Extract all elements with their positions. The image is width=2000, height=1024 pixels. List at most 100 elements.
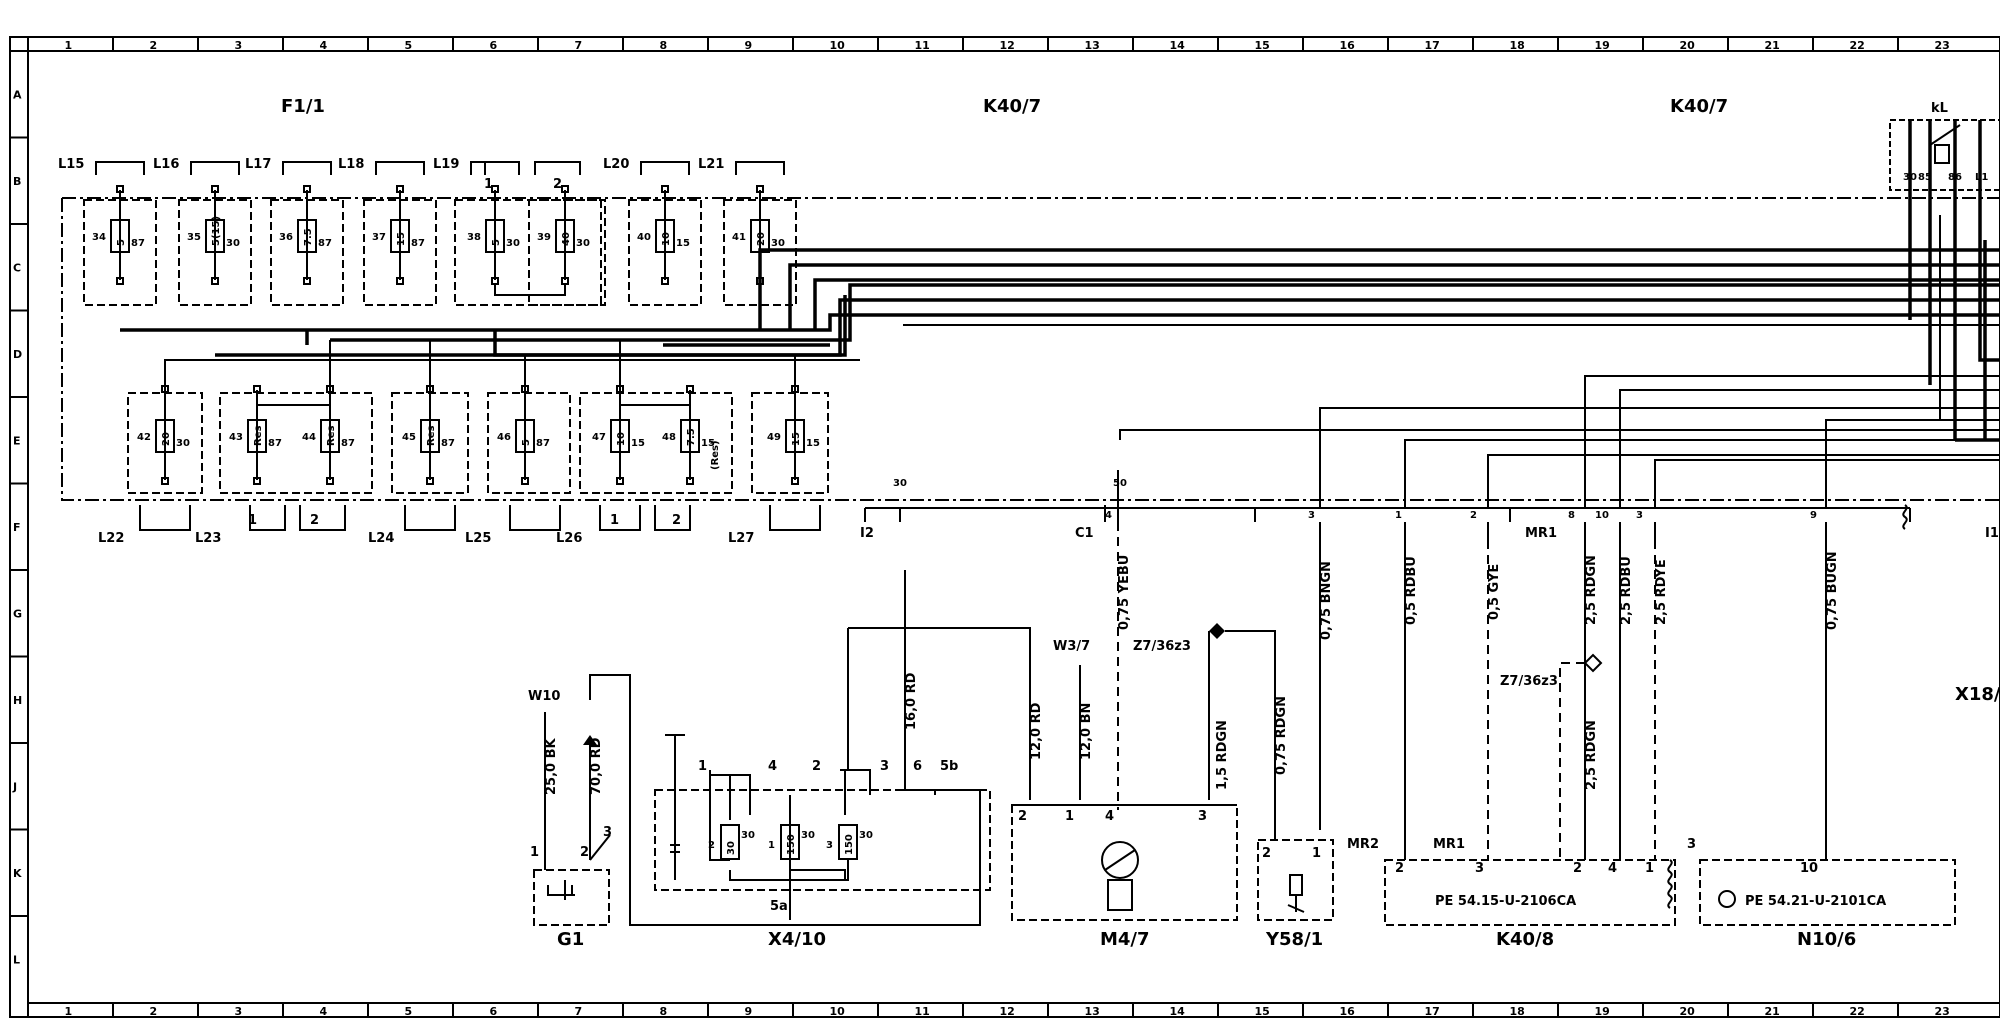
reserve-note: (Res)	[710, 440, 721, 470]
grid-col-label-bottom: 10	[830, 1005, 846, 1018]
fuse-number: 41	[732, 232, 746, 243]
grid-col-label-top: 22	[1850, 39, 1865, 52]
svg-text:1: 1	[768, 840, 775, 851]
fuse-number: 45	[402, 432, 416, 443]
fuse-slot-label: L15	[58, 157, 84, 172]
grid-row-label: B	[13, 175, 21, 188]
m4-7-label: M4/7	[1100, 929, 1150, 950]
i1-connector-label: I1	[1985, 526, 1999, 541]
fuse-rating: 7.5	[686, 428, 697, 446]
grid-col-label-top: 10	[830, 39, 846, 52]
svg-text:5b: 5b	[940, 759, 958, 774]
wire-rdye: 2,5 RDYE	[1654, 522, 1669, 860]
grid-col-label-bottom: 18	[1510, 1005, 1525, 1018]
fuse-rating: 5(15)	[211, 216, 222, 246]
x18-label: X18/	[1955, 684, 2000, 705]
grid-col-label-bottom: 13	[1085, 1005, 1100, 1018]
grid-col-label-top: 6	[490, 39, 498, 52]
fuse-pin-label: 1	[248, 513, 257, 528]
grid-row-label: H	[13, 694, 22, 707]
fuse-number: 34	[92, 232, 106, 243]
svg-text:2,5 RDBU: 2,5 RDBU	[1619, 556, 1634, 625]
grid-col-label-top: 12	[1000, 39, 1015, 52]
svg-text:150: 150	[786, 834, 797, 855]
fuse-terminal: 87	[341, 438, 355, 449]
fuse-slot-label: L21	[698, 157, 724, 172]
grid-col-label-bottom: 20	[1680, 1005, 1696, 1018]
fuse-number: 49	[767, 432, 781, 443]
fuse-box-title: F1/1	[281, 96, 325, 117]
svg-text:2: 2	[1018, 809, 1027, 824]
pin-3-bngn: 3	[1308, 510, 1315, 521]
fuse-number: 36	[279, 232, 293, 243]
svg-text:1: 1	[698, 759, 707, 774]
svg-text:150: 150	[844, 834, 855, 855]
grid-col-label-top: 18	[1510, 39, 1525, 52]
fuse-terminal: 87	[131, 238, 145, 249]
kl-relay-label: kL	[1931, 101, 1948, 116]
fuse-terminal: 15	[676, 238, 690, 249]
fuse-number: 48	[662, 432, 676, 443]
svg-text:0,5 GYE: 0,5 GYE	[1487, 564, 1502, 620]
svg-text:2: 2	[580, 845, 589, 860]
fuse-slot-label: L23	[195, 531, 221, 546]
mr2-label: MR2	[1347, 837, 1379, 852]
svg-text:3: 3	[603, 825, 612, 840]
grid-col-label-bottom: 16	[1340, 1005, 1356, 1018]
fuse-rating: 40	[561, 232, 572, 246]
svg-text:5a: 5a	[770, 899, 788, 914]
fuse-slot-label: L27	[728, 531, 754, 546]
k40-7-title-left: K40/7	[983, 96, 1041, 117]
svg-text:2,5 RDYE: 2,5 RDYE	[1654, 559, 1669, 625]
grid-col-label-bottom: 1	[65, 1005, 73, 1018]
grid-col-label-top: 4	[320, 39, 328, 52]
svg-text:4: 4	[768, 759, 777, 774]
grid-col-label-bottom: 5	[405, 1005, 413, 1018]
fuse-terminal: 15	[701, 438, 715, 449]
fuse-number: 47	[592, 432, 606, 443]
svg-text:6: 6	[913, 759, 922, 774]
z7-36z3-splice-right: Z7/36z3 2,5 RDGN	[1500, 653, 1603, 860]
m4-7-motor: M4/7 12,0 RD W3/7 12,0 BN 2 1 4 3 Z7/36z…	[1011, 623, 1289, 950]
grid-col-label-bottom: 2	[150, 1005, 158, 1018]
connector-strip	[864, 504, 1911, 530]
pin-10-rdbu: 10	[1595, 510, 1609, 521]
grid-row-label: K	[13, 867, 22, 880]
kl-relay: 30 85 86 L1	[1889, 119, 2000, 191]
grid-col-label-top: 8	[660, 39, 668, 52]
pin-9-bugn: 9	[1810, 510, 1817, 521]
fuse-box-border	[61, 197, 2000, 501]
grid-row-label: D	[13, 348, 22, 361]
y58-1-label: Y58/1	[1265, 929, 1323, 950]
grid-col-label-top: 5	[405, 39, 413, 52]
grid-col-label-top: 17	[1425, 39, 1440, 52]
grid-col-label-bottom: 22	[1850, 1005, 1865, 1018]
svg-text:2: 2	[812, 759, 821, 774]
grid-row-label: C	[13, 261, 21, 274]
grid-col-label-bottom: 6	[490, 1005, 498, 1018]
fuse-terminal: 87	[441, 438, 455, 449]
pin-2-gye: 2	[1470, 510, 1477, 521]
fuse-terminal: 30	[176, 438, 190, 449]
fuse-47: 47 10 15	[592, 385, 645, 485]
grid-row-label: F	[13, 521, 21, 534]
svg-text:1: 1	[1065, 809, 1074, 824]
fuse-terminal: 87	[536, 438, 550, 449]
fuse-pin-label: 1	[610, 513, 619, 528]
fuse-number: 37	[372, 232, 386, 243]
c1-connector-label: C1	[1075, 526, 1094, 541]
wire-rdbu-05: 0,5 RDBU	[1404, 522, 1419, 860]
grid-col-label-bottom: 23	[1935, 1005, 1950, 1018]
fuse-rating: 10	[616, 432, 627, 446]
fuse-terminal: 15	[631, 438, 645, 449]
w10-label: W10	[528, 689, 560, 704]
svg-text:L1: L1	[1975, 172, 1988, 183]
fuse-number: 35	[187, 232, 201, 243]
